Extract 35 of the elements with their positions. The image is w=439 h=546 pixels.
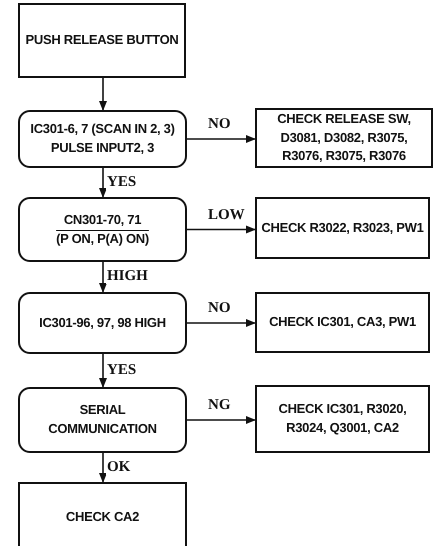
- box-text: PUSH RELEASE BUTTON: [26, 31, 178, 50]
- process-box: [255, 385, 430, 453]
- box-text: SERIAL COMMUNICATION: [47, 401, 158, 438]
- process-box: [255, 108, 433, 168]
- edge-label: LOW: [207, 208, 246, 222]
- arrow: [99, 78, 107, 111]
- process-box: [255, 197, 430, 259]
- box-text: CHECK IC301, R3020, R3024, Q3001, CA2: [278, 400, 408, 437]
- edge-label: YES: [106, 362, 138, 378]
- process-box: [255, 292, 430, 353]
- process-box: [18, 482, 187, 546]
- decision-box: [18, 292, 187, 354]
- arrow: [187, 416, 256, 424]
- box-text: CHECK IC301, CA3, PW1: [269, 313, 416, 332]
- box-text: CHECK R3022, R3023, PW1: [261, 218, 424, 237]
- process-box: [18, 3, 186, 78]
- edge-label: OK: [106, 460, 132, 474]
- box-text: (P ON, P(A) ON): [56, 230, 149, 248]
- box-text: CHECK RELEASE SW, D3081, D3082, R3075, R3076, R3075, R3076: [276, 110, 412, 166]
- box-text: CHECK CA2: [66, 508, 140, 526]
- box-text: CN301-70, 71: [64, 210, 142, 229]
- edge-label: YES: [106, 174, 138, 190]
- decision-box: [18, 110, 187, 168]
- arrow: [99, 453, 107, 483]
- edge-label: HIGH: [106, 269, 149, 284]
- arrow: [99, 168, 107, 198]
- decision-box: [18, 197, 187, 262]
- arrow: [187, 135, 256, 143]
- box-text: IC301-6, 7 (SCAN IN 2, 3) PULSE INPUT2, 3: [29, 120, 176, 157]
- box-text: IC301-96, 97, 98 HIGH: [39, 314, 166, 332]
- arrow: [99, 354, 107, 388]
- decision-box: [18, 387, 187, 453]
- arrow: [99, 262, 107, 293]
- arrow: [187, 226, 256, 234]
- arrow: [187, 319, 256, 327]
